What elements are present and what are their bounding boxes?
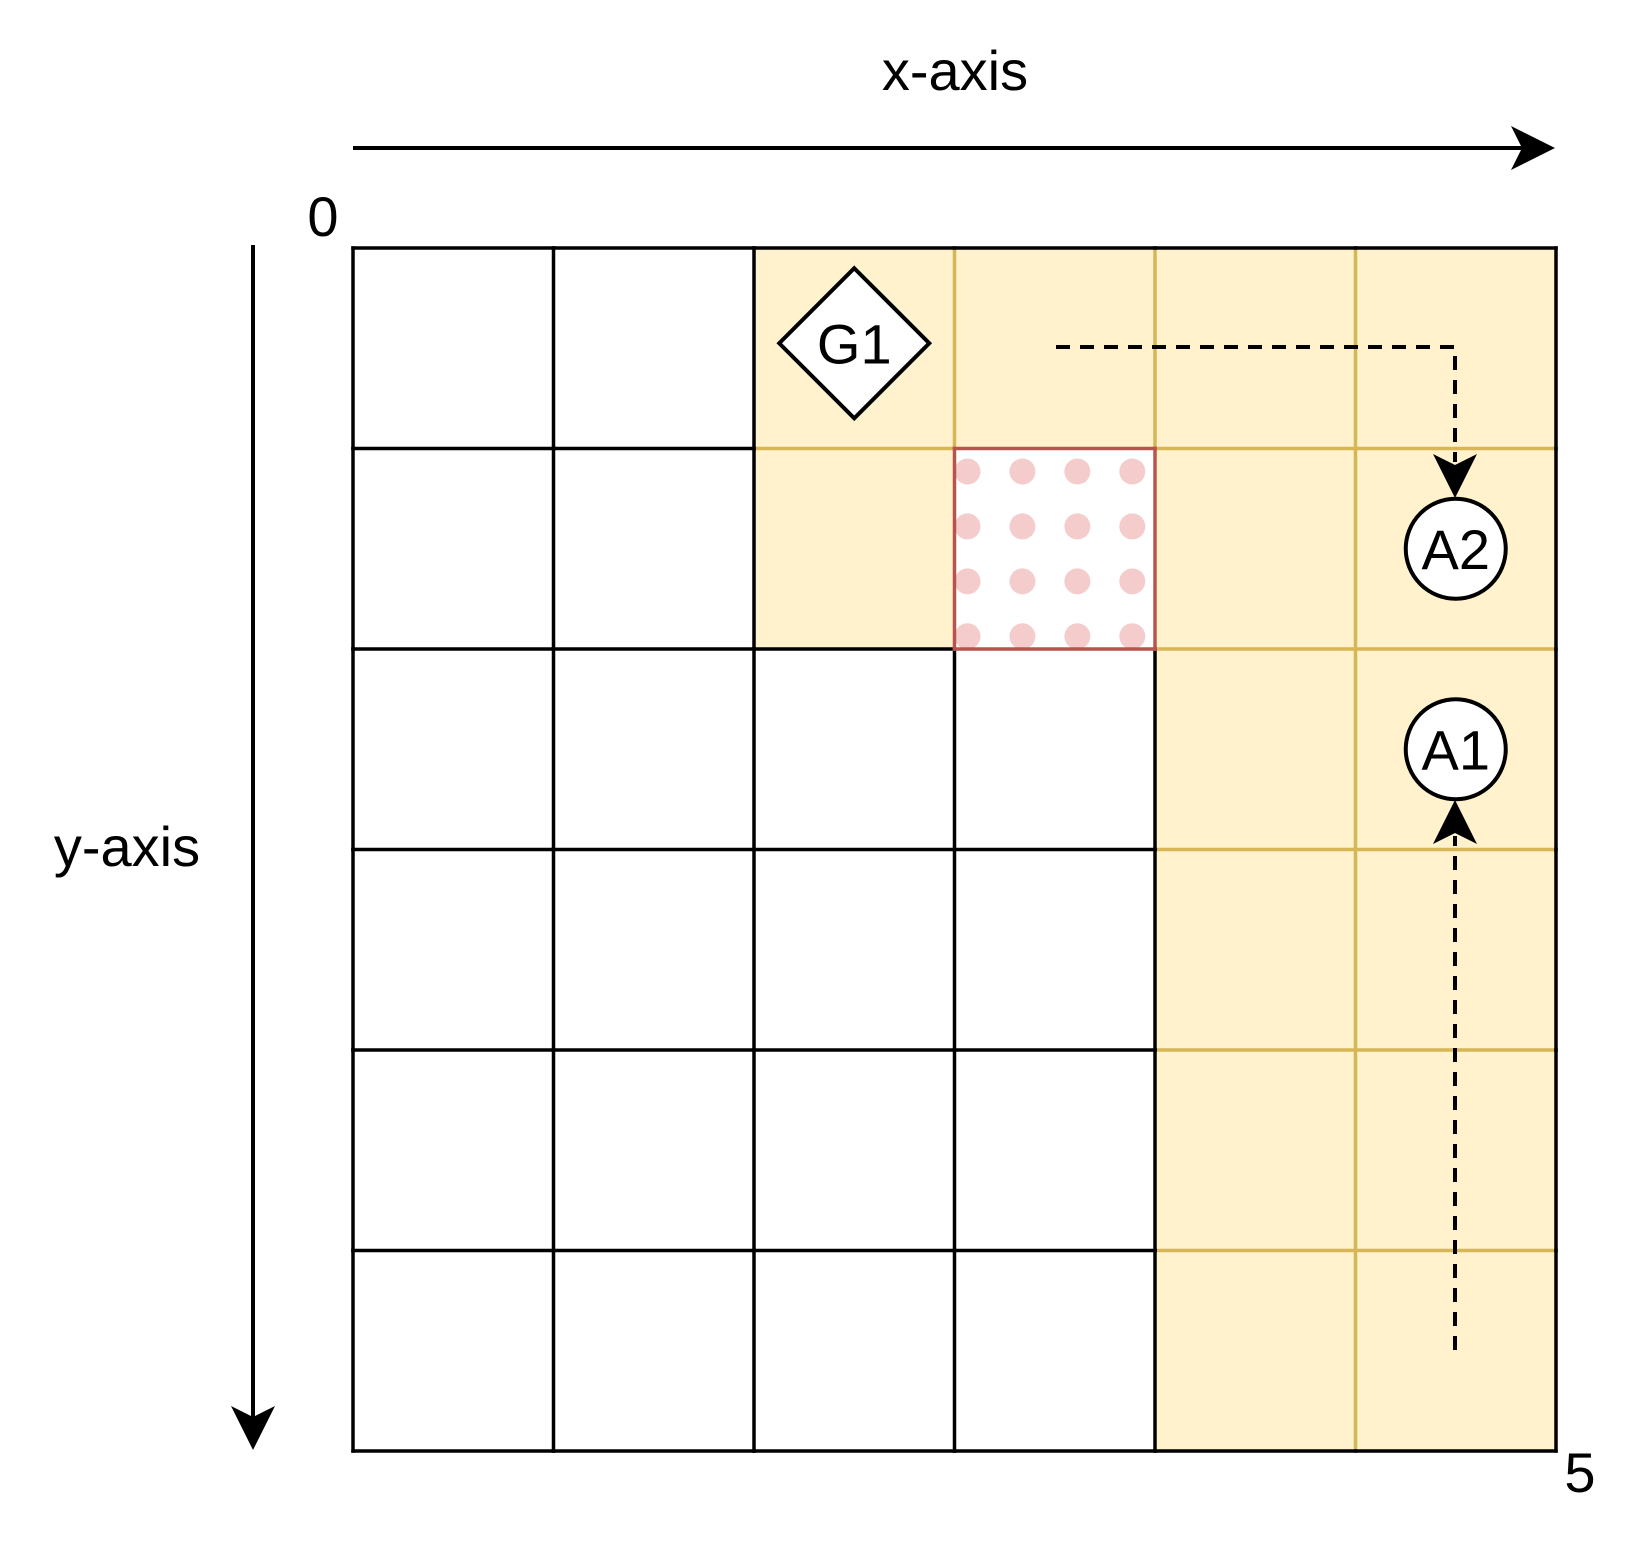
agent-circle (1403, 697, 1508, 802)
grid-cell (954, 649, 1155, 850)
grid-cell (353, 1250, 554, 1451)
obstacle-dot (1119, 513, 1146, 540)
obstacle-dot (1064, 623, 1091, 650)
agent-label: A2 (1422, 518, 1491, 581)
highlighted-cell (1355, 248, 1556, 449)
grid-cell (353, 849, 554, 1050)
grid-cell (553, 1050, 754, 1251)
highlighted-cell (1355, 849, 1556, 1050)
grid-cell (553, 1250, 754, 1451)
x-axis-label: x-axis (882, 39, 1028, 102)
highlighted-cell (1155, 1050, 1356, 1251)
obstacle-dot (1009, 568, 1036, 595)
grid-cell (553, 248, 754, 449)
highlighted-cell (1355, 1250, 1556, 1451)
highlighted-cell (954, 248, 1155, 449)
obstacle-dot (1009, 513, 1036, 540)
obstacle-dot (954, 513, 981, 540)
grid-cell (353, 448, 554, 649)
origin-label: 0 (307, 185, 338, 248)
agent-circle (1403, 496, 1508, 601)
grid-cell (553, 448, 754, 649)
grid-cell (353, 248, 554, 449)
obstacle-dot (1064, 568, 1091, 595)
obstacle-dot (1009, 458, 1036, 485)
highlighted-cell (1155, 1250, 1356, 1451)
grid-cell (553, 649, 754, 850)
obstacle-dot (1119, 458, 1146, 485)
grid-cell (754, 649, 955, 850)
x-axis-arrow (353, 126, 1555, 170)
grid-cell (754, 1050, 955, 1251)
goal-diamond (776, 265, 933, 422)
grid-cell (954, 1250, 1155, 1451)
highlighted-cell (1155, 448, 1356, 649)
highlighted-cell (1155, 649, 1356, 850)
grid-cell (754, 849, 955, 1050)
grid-cell (954, 1050, 1155, 1251)
obstacle-dot (1064, 513, 1091, 540)
highlighted-cell (754, 448, 955, 649)
grid-lines (351, 246, 1558, 1453)
highlighted-cell (1155, 849, 1356, 1050)
obstacle-dot (954, 458, 981, 485)
obstacle-dot (1119, 623, 1146, 650)
max-label: 5 (1564, 1441, 1595, 1504)
grid-cell (954, 849, 1155, 1050)
obstacle-dot (954, 623, 981, 650)
agent-label: A1 (1422, 718, 1491, 781)
grid-cell (353, 649, 554, 850)
path-arrow-a1 (1433, 800, 1477, 1350)
grid-cell (553, 849, 754, 1050)
path-arrow-a2 (1056, 345, 1477, 498)
obstacle-dot (1009, 623, 1036, 650)
grid-cell (353, 1050, 554, 1251)
obstacle-dot (1119, 568, 1146, 595)
y-axis-arrow (231, 245, 275, 1450)
obstacle-dot (1064, 458, 1091, 485)
goal-label: G1 (817, 312, 892, 375)
grid-cell (754, 1250, 955, 1451)
obstacle-dot (954, 568, 981, 595)
y-axis-label: y-axis (54, 815, 200, 878)
obstacle-cell (954, 448, 1155, 649)
